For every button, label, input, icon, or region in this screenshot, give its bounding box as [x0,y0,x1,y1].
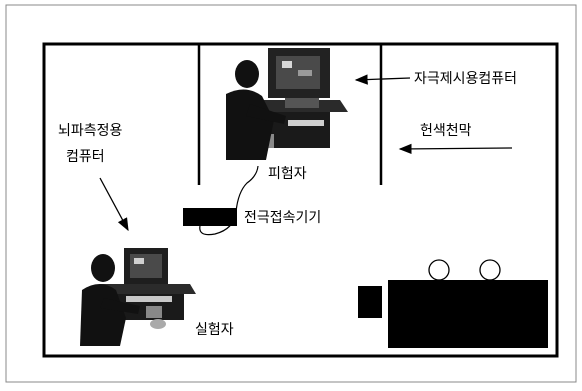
experimenter-computer-figure [80,248,196,346]
stimulus-computer-arrow [354,74,411,85]
room-outline [42,42,559,358]
curtain-arrow [398,143,513,155]
eeg-computer-arrow [99,177,129,232]
bottom-right-equipment [358,259,548,348]
label-experimenter: 실험자 [195,322,234,338]
electrode-cable [199,165,259,236]
label-subject: 피험자 [268,166,307,182]
label-eeg-computer-line2: 컴퓨터 [66,149,105,165]
label-eeg-computer-line1: 뇌파측정용 [58,123,123,139]
outer-frame [5,4,577,383]
electrode-device-box [183,208,237,226]
subject-computer-figure [226,48,348,160]
label-white-curtain: 헌색천막 [420,123,472,139]
label-electrode-device: 전극접속기기 [244,210,321,226]
label-stimulus-computer: 자극제시용컴퓨터 [414,71,517,87]
